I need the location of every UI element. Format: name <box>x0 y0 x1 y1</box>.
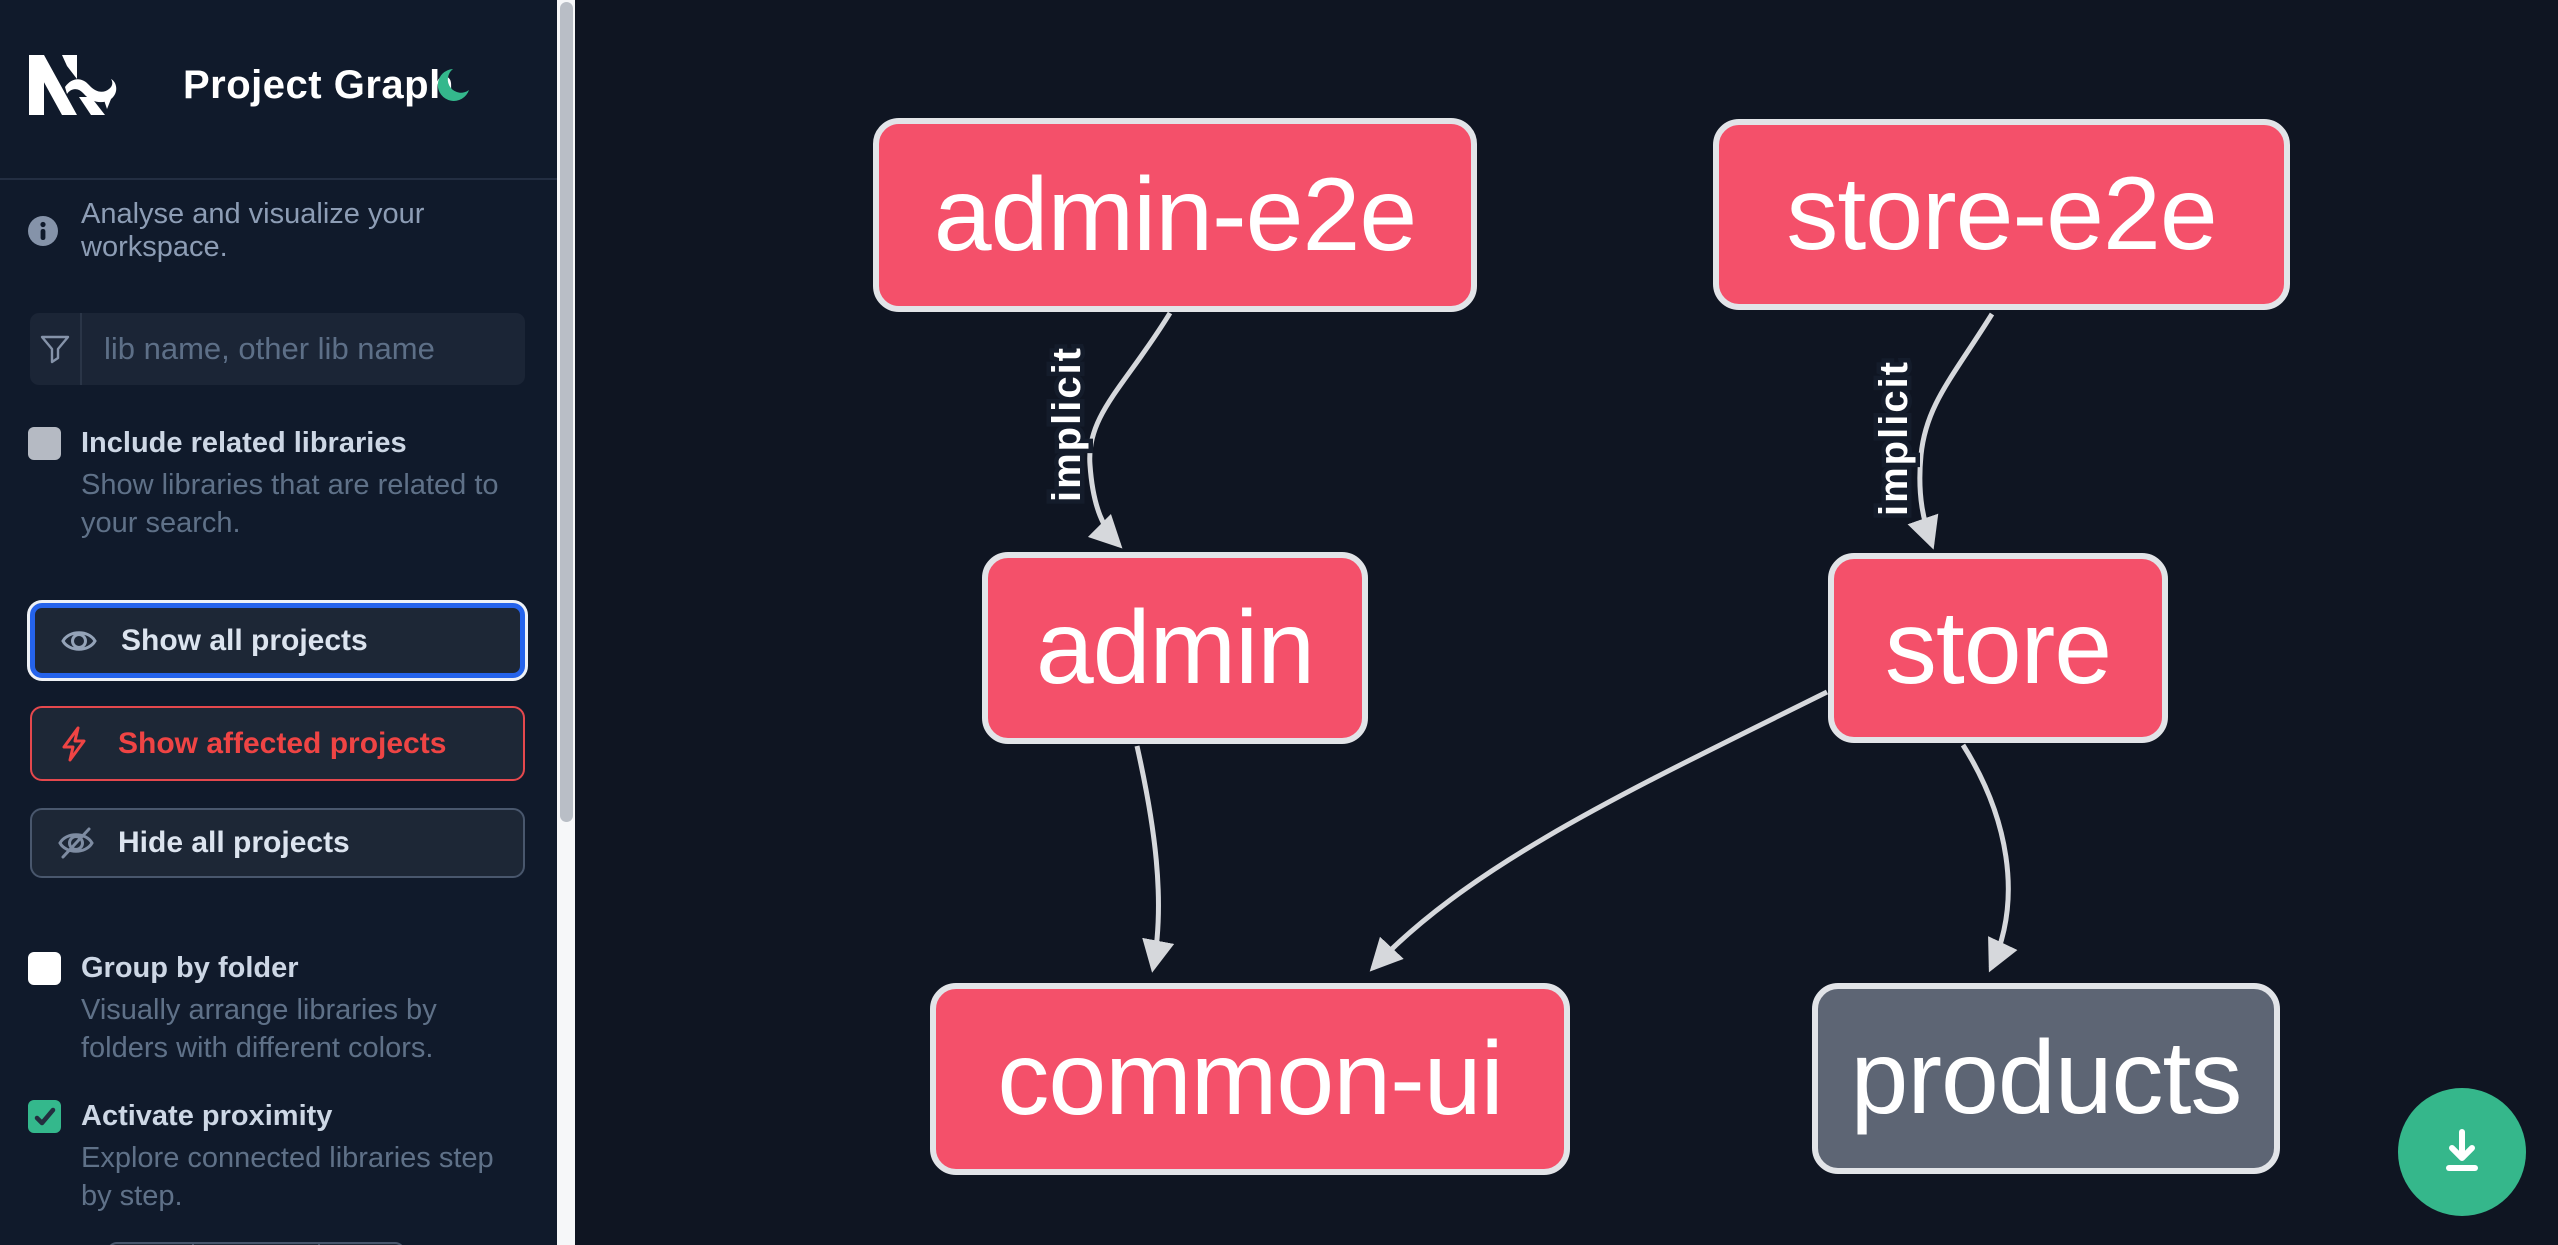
group-by-folder-group: Group by folder Visually arrange librari… <box>28 950 528 1067</box>
button-label: Show all projects <box>121 623 368 657</box>
checkbox-description: Visually arrange libraries by folders wi… <box>81 994 437 1064</box>
filter-input-group <box>30 313 525 385</box>
graph-node-admin-e2e[interactable]: admin-e2e <box>873 118 1477 312</box>
checkbox-description: Explore connected libraries step by step… <box>81 1142 494 1212</box>
node-label: common-ui <box>997 1020 1503 1137</box>
funnel-icon <box>30 313 82 385</box>
graph-node-admin[interactable]: admin <box>982 552 1368 744</box>
bolt-icon <box>62 726 86 761</box>
graph-node-products[interactable]: products <box>1812 983 2280 1174</box>
graph-node-common-ui[interactable]: common-ui <box>930 983 1570 1175</box>
node-label: store-e2e <box>1786 156 2217 272</box>
sidebar-header: Project Graph <box>0 0 557 180</box>
node-label: store <box>1884 589 2112 706</box>
show-all-projects-button[interactable]: Show all projects <box>30 603 525 678</box>
checkbox-label: Include related libraries <box>81 427 407 459</box>
node-label: products <box>1850 1020 2243 1136</box>
graph-node-store[interactable]: store <box>1828 553 2168 743</box>
check-icon <box>34 1107 55 1125</box>
sidebar-scrollbar-thumb[interactable] <box>559 2 573 822</box>
checkbox-label: Group by folder <box>81 952 299 984</box>
filter-input[interactable] <box>82 313 525 385</box>
download-image-button[interactable] <box>2398 1088 2526 1216</box>
sidebar: Project Graph Analyse and visualize your… <box>0 0 557 1245</box>
download-icon <box>2446 1129 2478 1171</box>
sidebar-scrollbar-track[interactable] <box>557 0 575 1245</box>
checkbox-description: Show libraries that are related to your … <box>81 469 499 539</box>
moon-icon[interactable] <box>433 66 473 106</box>
eye-off-icon <box>58 827 94 859</box>
include-related-group: Include related libraries Show libraries… <box>28 425 528 542</box>
activate-proximity-group: Activate proximity Explore connected lib… <box>28 1098 528 1215</box>
nx-logo <box>29 55 117 115</box>
node-label: admin <box>1035 589 1315 706</box>
info-icon <box>28 216 58 246</box>
button-label: Hide all projects <box>118 826 350 859</box>
workspace-tagline: Analyse and visualize your workspace. <box>81 198 425 263</box>
activate-proximity-checkbox[interactable] <box>28 1100 61 1133</box>
show-affected-projects-button[interactable]: Show affected projects <box>30 706 525 781</box>
graph-node-store-e2e[interactable]: store-e2e <box>1713 119 2290 310</box>
node-label: admin-e2e <box>933 156 1417 273</box>
workspace-tagline-row: Analyse and visualize your workspace. <box>27 198 537 264</box>
eye-icon <box>61 630 97 651</box>
checkbox-label: Activate proximity <box>81 1100 333 1132</box>
page-title: Project Graph <box>183 63 455 107</box>
button-label: Show affected projects <box>118 726 447 760</box>
include-related-checkbox[interactable] <box>28 427 61 460</box>
hide-all-projects-button[interactable]: Hide all projects <box>30 808 525 878</box>
group-by-folder-checkbox[interactable] <box>28 952 61 985</box>
